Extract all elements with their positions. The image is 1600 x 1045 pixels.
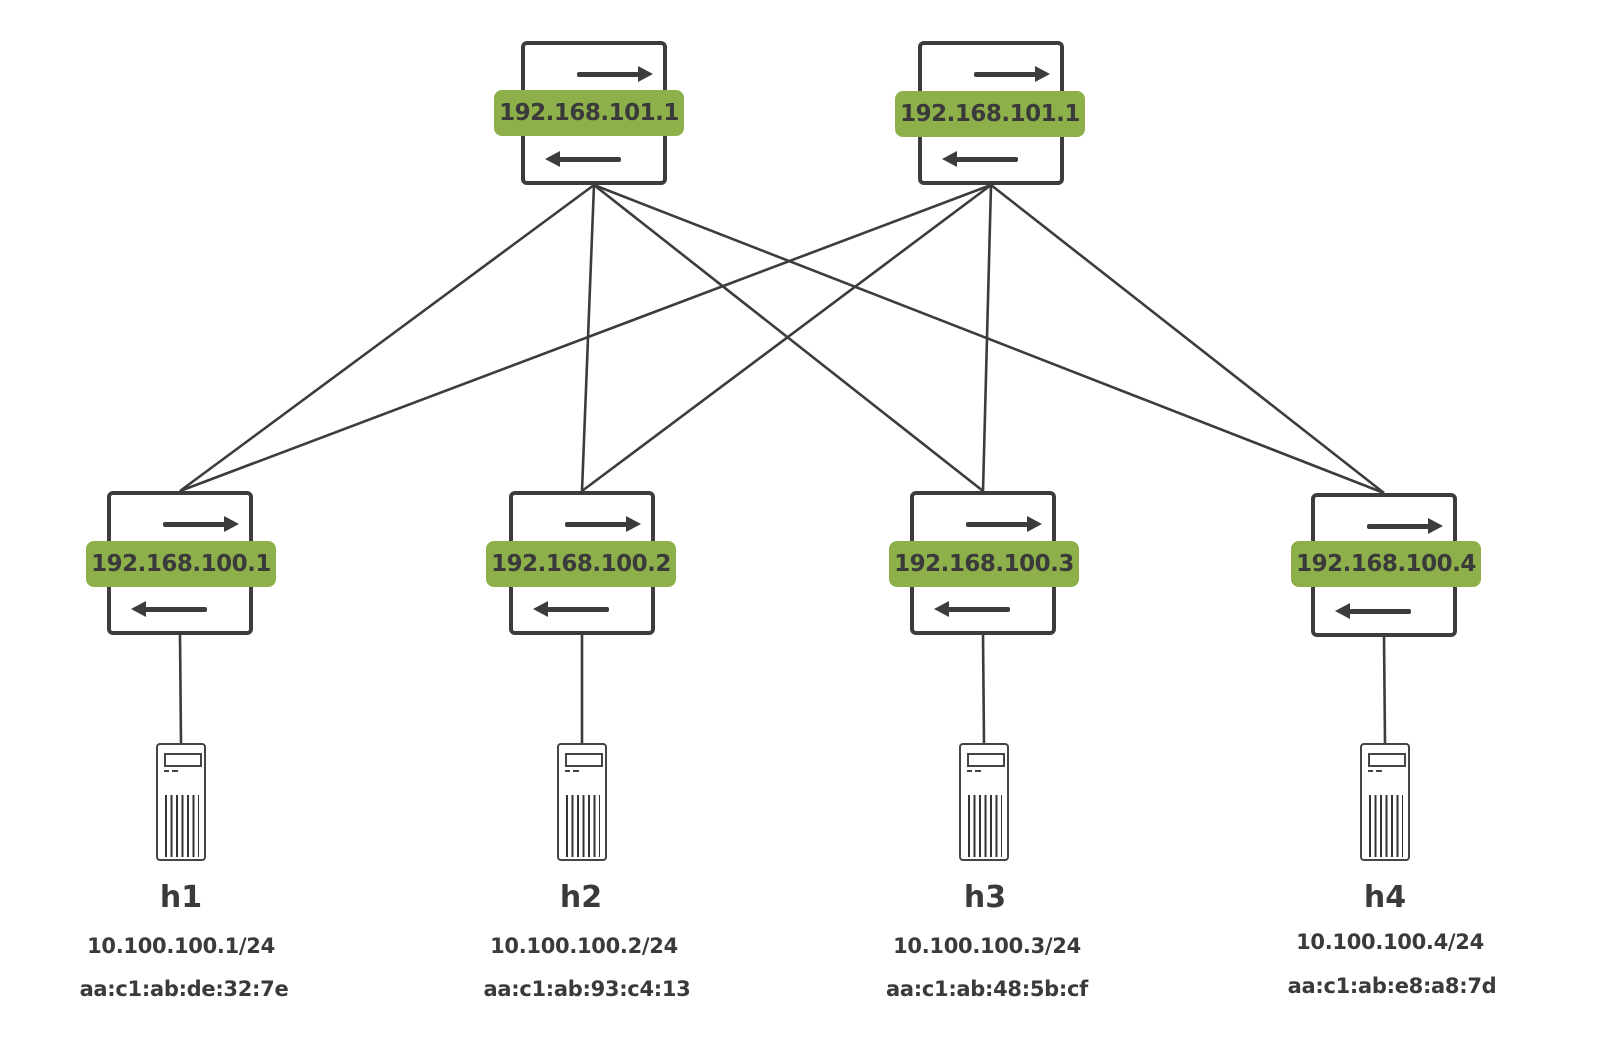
host-3-ip: 10.100.100.3/24 (893, 934, 1081, 958)
arrow-left-icon (942, 151, 1018, 167)
host-4-mac: aa:c1:ab:e8:a8:7d (1287, 974, 1497, 998)
arrow-left-icon (545, 151, 621, 167)
host-2-name: h2 (559, 880, 603, 915)
server-display (164, 753, 202, 767)
spine-2-ip-label: 192.168.101.1 (895, 91, 1085, 137)
host-2-ip: 10.100.100.2/24 (490, 934, 678, 958)
arrow-left-icon (1335, 603, 1411, 619)
server-leds (565, 770, 579, 772)
link-spine2-leaf1 (179, 183, 992, 493)
leaf-2-ip-label: 192.168.100.2 (486, 541, 676, 587)
host-3-name: h3 (963, 880, 1007, 915)
server-leds (164, 770, 178, 772)
host-1-name: h1 (159, 880, 203, 915)
link-spine2-leaf3 (981, 184, 993, 492)
spine-1-ip-label: 192.168.101.1 (494, 90, 684, 136)
arrow-left-icon (533, 601, 609, 617)
arrow-left-icon (934, 601, 1010, 617)
link-spine1-leaf4 (593, 183, 1385, 495)
leaf-3-ip-label: 192.168.100.3 (889, 541, 1079, 587)
server-vents (1369, 795, 1403, 857)
host-1-ip: 10.100.100.1/24 (87, 934, 275, 958)
host-3-mac: aa:c1:ab:48:5b:cf (886, 977, 1088, 1001)
link-leaf1-h1 (178, 634, 183, 744)
server-display (967, 753, 1005, 767)
server-icon[interactable] (1360, 743, 1410, 861)
arrow-right-icon (163, 516, 239, 532)
server-icon[interactable] (557, 743, 607, 861)
link-spine2-leaf4 (990, 183, 1385, 495)
server-leds (1368, 770, 1382, 772)
server-vents (566, 795, 600, 857)
arrow-right-icon (966, 516, 1042, 532)
host-2-mac: aa:c1:ab:93:c4:13 (483, 977, 691, 1001)
link-leaf4-h4 (1382, 636, 1387, 744)
server-vents (968, 795, 1002, 857)
link-spine2-leaf2 (581, 183, 992, 493)
arrow-right-icon (565, 516, 641, 532)
host-1-mac: aa:c1:ab:de:32:7e (79, 977, 289, 1001)
arrow-right-icon (1367, 518, 1443, 534)
arrow-right-icon (974, 66, 1050, 82)
server-display (565, 753, 603, 767)
server-icon[interactable] (156, 743, 206, 861)
leaf-4-ip-label: 192.168.100.4 (1291, 541, 1481, 587)
arrow-right-icon (577, 66, 653, 82)
link-spine1-leaf1 (179, 183, 595, 493)
server-icon[interactable] (959, 743, 1009, 861)
server-display (1368, 753, 1406, 767)
host-4-name: h4 (1363, 880, 1407, 915)
link-leaf3-h3 (981, 634, 986, 744)
server-vents (165, 795, 199, 857)
leaf-1-ip-label: 192.168.100.1 (86, 541, 276, 587)
host-4-ip: 10.100.100.4/24 (1296, 930, 1484, 954)
server-leds (967, 770, 981, 772)
arrow-left-icon (131, 601, 207, 617)
